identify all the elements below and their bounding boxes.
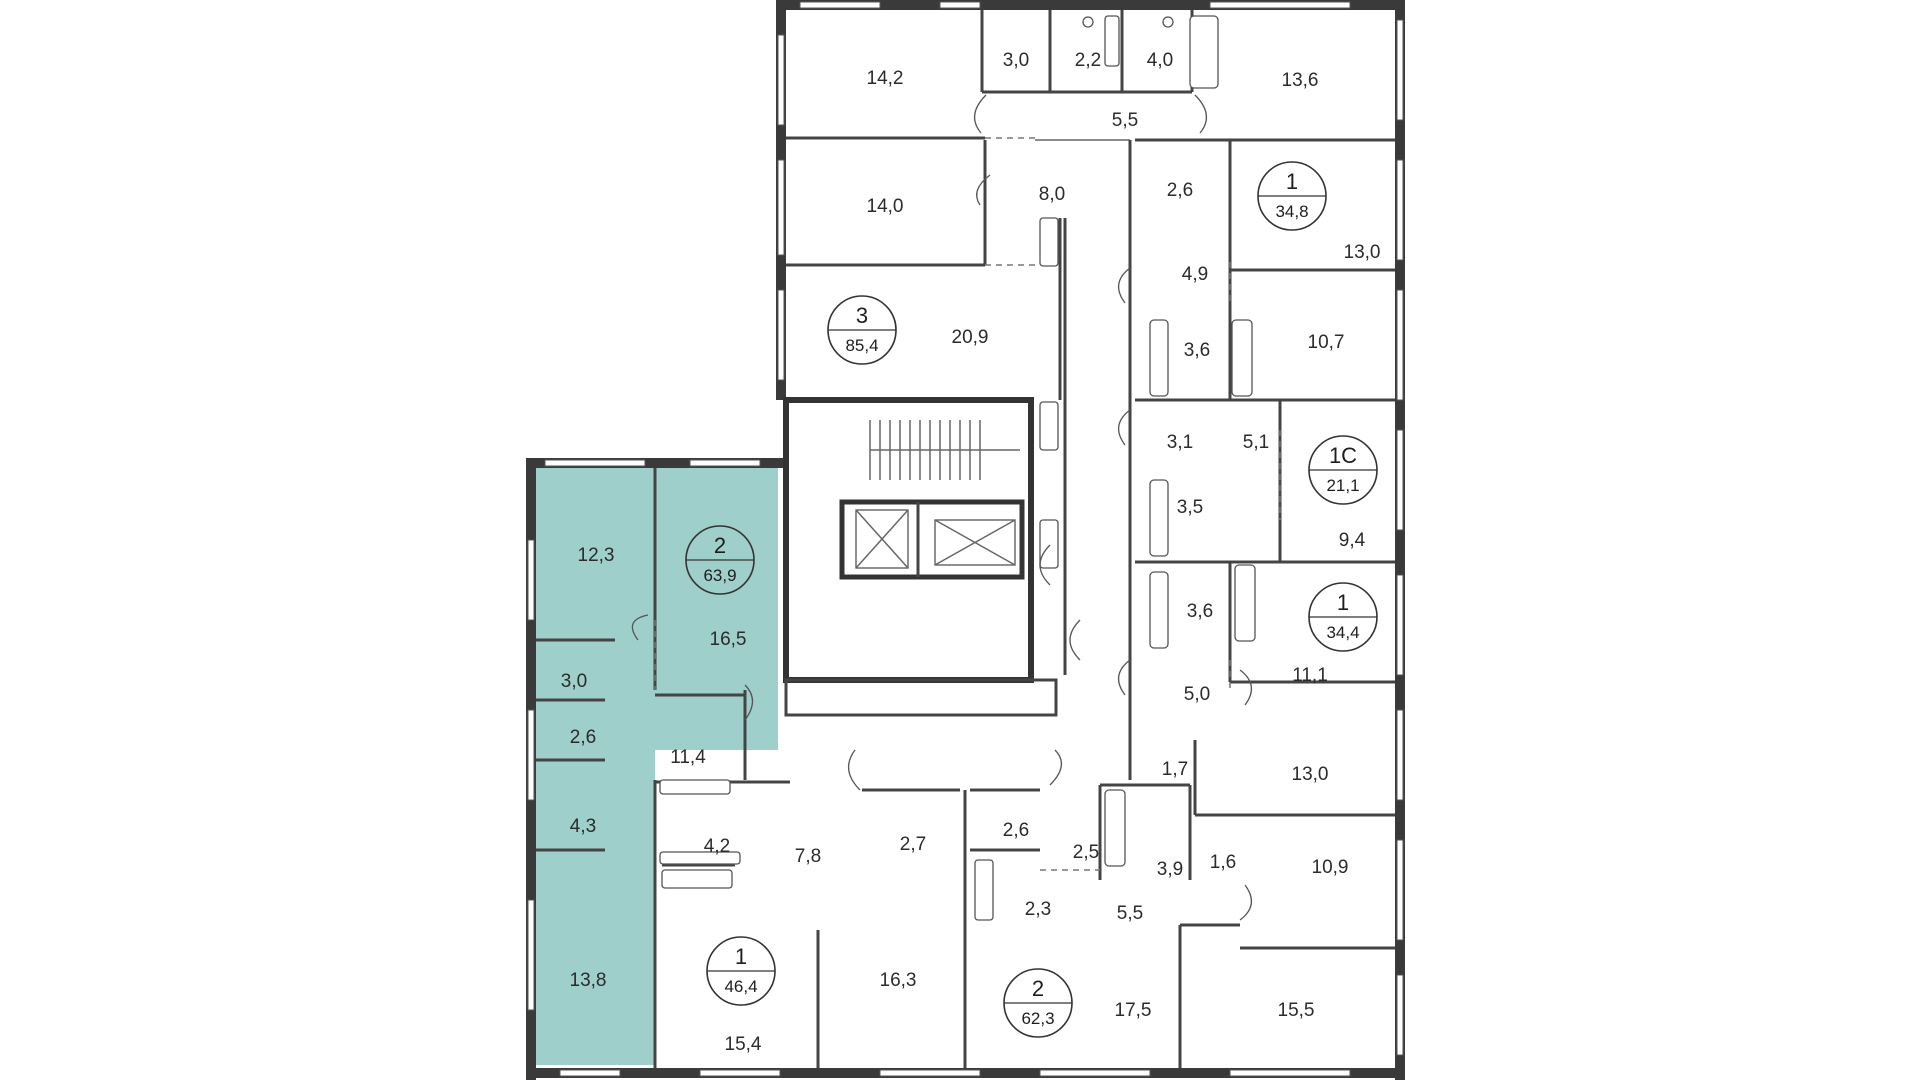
- room-area-label: 1,6: [1210, 852, 1236, 873]
- room-area-label: 5,1: [1243, 432, 1269, 453]
- apartment-badge[interactable]: 1 34,8: [1257, 161, 1327, 231]
- room-area-label: 2,6: [570, 727, 596, 748]
- room-area-label: 3,1: [1167, 432, 1193, 453]
- apartment-room-count: 2: [1032, 976, 1044, 1001]
- apartment-total-area: 46,4: [724, 977, 757, 996]
- room-labels: 14,2 3,0 2,2 4,0 13,6 5,5 14,0 8,0 2,6 1…: [561, 50, 1381, 1055]
- room-area-label: 12,3: [578, 545, 615, 566]
- apartment-total-area: 21,1: [1326, 476, 1359, 495]
- room-area-label: 3,5: [1177, 497, 1203, 518]
- room-area-label: 17,5: [1115, 1000, 1152, 1021]
- apartment-room-count: 2: [714, 533, 726, 558]
- room-area-label: 7,8: [795, 846, 821, 867]
- room-area-label: 2,7: [900, 834, 926, 855]
- apartment-room-count: 3: [856, 303, 868, 328]
- apartment-badge[interactable]: 1С 21,1: [1308, 435, 1378, 505]
- room-area-label: 4,0: [1147, 50, 1173, 71]
- room-area-label: 16,5: [710, 629, 747, 650]
- room-area-label: 20,9: [952, 327, 989, 348]
- room-area-label: 13,0: [1292, 764, 1329, 785]
- apartment-total-area: 85,4: [845, 336, 878, 355]
- apartment-badge[interactable]: 2 62,3: [1003, 968, 1073, 1038]
- apartment-total-area: 63,9: [703, 566, 736, 585]
- apartment-badge[interactable]: 1 34,4: [1308, 582, 1378, 652]
- apartment-badge[interactable]: 1 46,4: [706, 936, 776, 1006]
- stair-treads: [869, 420, 1020, 480]
- room-area-label: 2,5: [1073, 842, 1099, 863]
- room-area-label: 14,2: [867, 68, 904, 89]
- room-area-label: 2,2: [1075, 50, 1101, 71]
- room-area-label: 9,4: [1339, 530, 1366, 551]
- room-area-label: 4,2: [704, 836, 730, 857]
- room-area-label: 15,5: [1278, 1000, 1315, 1021]
- room-area-label: 5,5: [1112, 110, 1138, 131]
- room-area-label: 2,3: [1025, 899, 1051, 920]
- room-area-label: 16,3: [880, 970, 917, 991]
- bathroom-fixtures: [659, 15, 1256, 921]
- room-area-label: 2,6: [1167, 180, 1193, 201]
- room-area-label: 5,0: [1184, 684, 1210, 705]
- room-area-label: 15,4: [725, 1034, 762, 1055]
- windows: [527, 1, 1404, 1077]
- room-area-label: 8,0: [1039, 184, 1065, 205]
- room-area-label: 5,5: [1117, 903, 1143, 924]
- room-area-label: 13,6: [1282, 70, 1319, 91]
- room-area-label: 3,0: [1003, 50, 1029, 71]
- door-swings: [631, 94, 1252, 921]
- apartment-room-count: 1: [1286, 169, 1298, 194]
- room-area-label: 3,9: [1157, 859, 1183, 880]
- apartment-badge[interactable]: 3 85,4: [827, 295, 897, 365]
- apartment-total-area: 34,4: [1326, 623, 1359, 642]
- apartment-room-count: 1С: [1329, 443, 1357, 468]
- room-area-label: 11,4: [670, 747, 706, 768]
- room-area-label: 13,8: [570, 970, 607, 991]
- elevator-shafts: [855, 509, 1016, 569]
- room-area-label: 4,9: [1182, 264, 1208, 285]
- room-area-label: 3,6: [1187, 601, 1213, 622]
- apartment-total-area: 62,3: [1021, 1009, 1054, 1028]
- room-area-label: 2,6: [1003, 820, 1029, 841]
- apartment-room-count: 1: [735, 944, 747, 969]
- room-area-label: 14,0: [867, 196, 904, 217]
- room-area-label: 13,0: [1344, 242, 1381, 263]
- room-area-label: 11,1: [1292, 665, 1328, 686]
- room-area-label: 4,3: [570, 816, 596, 837]
- room-area-label: 3,0: [561, 671, 587, 692]
- dashed-separators: [654, 137, 1281, 871]
- room-area-label: 3,6: [1184, 340, 1210, 361]
- apartment-badge[interactable]: 2 63,9: [685, 525, 755, 595]
- room-area-label: 1,7: [1162, 759, 1188, 780]
- room-area-label: 10,7: [1308, 332, 1345, 353]
- room-area-label: 10,9: [1312, 857, 1349, 878]
- apartment-room-count: 1: [1337, 590, 1349, 615]
- apartment-badges: 3 85,4 1 34,8 1С 21,1 2 63,9 1 34,4: [685, 161, 1378, 1038]
- apartment-total-area: 34,8: [1275, 202, 1308, 221]
